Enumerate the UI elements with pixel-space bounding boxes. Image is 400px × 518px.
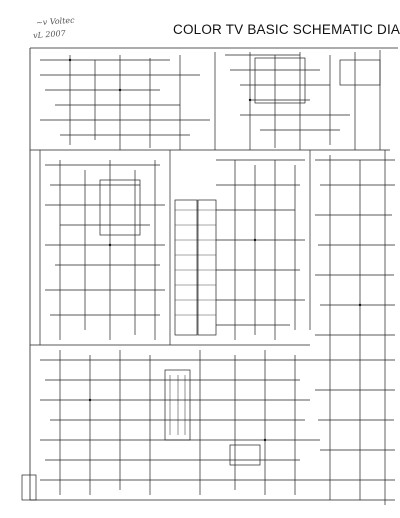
wire <box>329 150 386 505</box>
wire <box>40 59 210 136</box>
junction <box>108 243 112 247</box>
ic-block <box>99 179 141 236</box>
junction <box>358 303 362 307</box>
wire <box>39 150 311 345</box>
junction <box>68 58 72 62</box>
wire <box>225 54 350 131</box>
ic-block <box>254 57 306 104</box>
junction <box>263 438 267 442</box>
wire <box>69 52 216 150</box>
wire <box>59 350 296 495</box>
wire <box>169 375 186 435</box>
connector-block <box>21 474 37 501</box>
transformer <box>164 369 191 441</box>
junction <box>88 398 92 402</box>
ic-block <box>174 199 198 336</box>
wire <box>216 159 305 326</box>
junction <box>253 238 257 242</box>
wire <box>175 209 216 316</box>
wire <box>315 159 395 336</box>
junction <box>248 98 252 102</box>
wire <box>45 164 165 316</box>
wire <box>234 160 296 340</box>
page-title: COLOR TV BASIC SCHEMATIC DIAG <box>173 22 400 37</box>
wire <box>315 359 395 481</box>
wire <box>59 160 156 340</box>
ic-block <box>197 199 217 336</box>
connector-block <box>229 444 261 466</box>
wire <box>40 359 320 481</box>
junction <box>118 88 122 92</box>
ic-block <box>339 59 381 86</box>
